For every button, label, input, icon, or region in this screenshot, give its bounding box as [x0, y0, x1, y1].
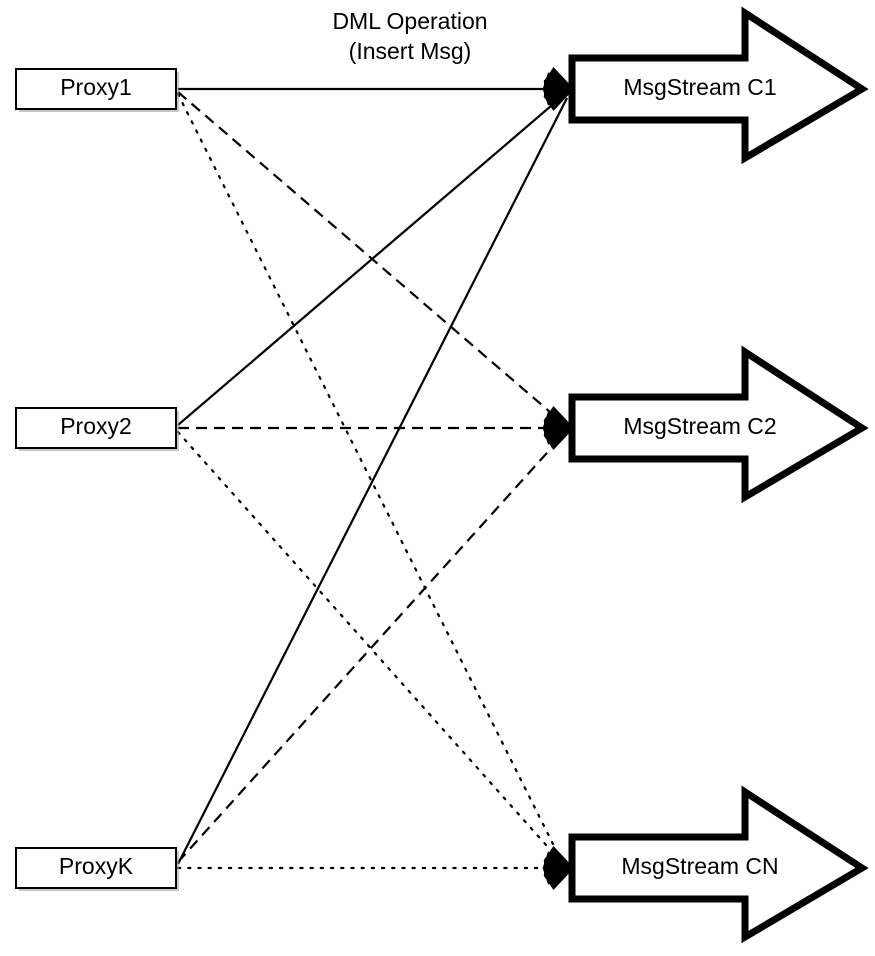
- edges-layer: [176, 87, 568, 870]
- edge-proxy2-c1: [177, 93, 566, 426]
- msgstream-c1[interactable]: MsgStream C1: [568, 6, 869, 165]
- proxyk-label: ProxyK: [59, 853, 134, 879]
- msgstream-c2-shape[interactable]: [568, 345, 869, 504]
- edge-proxyk-c1: [177, 97, 568, 865]
- arrowhead-cn: [542, 845, 574, 891]
- proxy1-label: Proxy1: [60, 74, 132, 100]
- arrowhead-cn-barb-5: [543, 845, 574, 868]
- proxyk[interactable]: ProxyK: [15, 847, 179, 891]
- edge-proxyk-c2: [177, 433, 565, 863]
- annotations-layer: DML Operation (Insert Msg): [332, 8, 487, 64]
- arrowheads-layer: [542, 66, 574, 891]
- proxy2[interactable]: Proxy2: [15, 407, 179, 451]
- edge-proxy1-c2: [177, 91, 565, 425]
- dml-operation-label: DML Operation (Insert Msg): [332, 8, 487, 64]
- edge-proxy1-cn: [176, 92, 564, 864]
- streams-layer: MsgStream C1 MsgStream C2 MsgStream CN: [568, 6, 869, 944]
- proxy1-rect[interactable]: [15, 68, 177, 110]
- dml-operation-label-line-1: DML Operation: [332, 8, 487, 34]
- proxy1[interactable]: Proxy1: [15, 68, 179, 112]
- arrowhead-c1-barb-5: [543, 66, 574, 89]
- msgstream-c1-shape[interactable]: [568, 6, 869, 165]
- msgstream-cn-label: MsgStream CN: [621, 853, 778, 879]
- msgstream-cn-shape[interactable]: [568, 785, 869, 944]
- arrowhead-c2: [542, 405, 574, 451]
- arrowhead-c1: [542, 66, 574, 112]
- arrowhead-c2-barb-5: [543, 405, 574, 428]
- msgstream-c1-label: MsgStream C1: [623, 74, 776, 100]
- proxy2-label: Proxy2: [60, 413, 132, 439]
- proxy2-rect[interactable]: [15, 407, 177, 449]
- msgstream-cn[interactable]: MsgStream CN: [568, 785, 869, 944]
- msgstream-c2-label: MsgStream C2: [623, 413, 776, 439]
- edge-proxy2-cn: [176, 430, 565, 866]
- msgstream-c2[interactable]: MsgStream C2: [568, 345, 869, 504]
- dml-operation-label-line-2: (Insert Msg): [349, 38, 472, 64]
- proxyk-rect[interactable]: [15, 847, 177, 889]
